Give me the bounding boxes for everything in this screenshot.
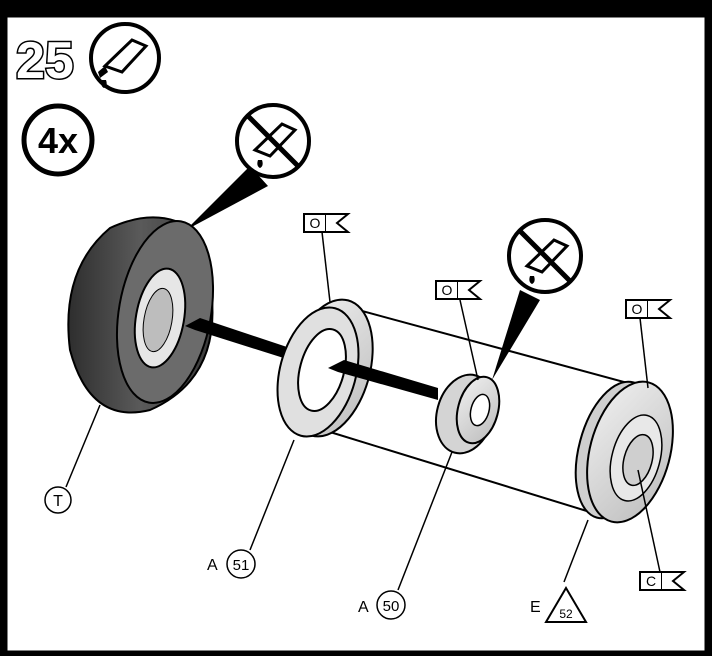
inner-face-mark-label: C (646, 573, 656, 589)
inner-hub-part (574, 380, 674, 524)
insert-arrow-hub (328, 360, 438, 400)
tire-label: T (53, 493, 63, 510)
tire-callout: T (44, 404, 101, 514)
chrome-mark-label: O (442, 282, 453, 298)
bushing-part (435, 373, 501, 455)
bushing-number: 50 (383, 598, 400, 615)
chrome-mark-label: O (632, 301, 643, 317)
tire-part (67, 216, 215, 414)
outer-hub-sprue: A (207, 557, 218, 574)
bushing-callout: A 50 (358, 451, 453, 620)
inner-face-mark: C (637, 469, 687, 591)
inner-hub-callout: E 52 (530, 519, 589, 623)
outer-hub-callout: A 51 (207, 439, 295, 579)
quantity-badge: 4x (21, 103, 95, 177)
bushing-sprue: A (358, 599, 369, 616)
chrome-mark-inner-hub: O (625, 299, 673, 389)
step-number: 25 (16, 32, 74, 90)
chrome-mark-label: O (310, 215, 321, 231)
glue-tube-icon (89, 22, 161, 94)
chrome-mark-bushing: O (435, 280, 483, 381)
insert-arrow-tire (185, 318, 290, 360)
no-glue-icon-bushing (492, 218, 583, 380)
chrome-mark-outer-hub: O (303, 213, 351, 303)
outer-hub-part (276, 298, 636, 513)
quantity-label: 4x (38, 120, 78, 161)
outer-hub-number: 51 (233, 557, 250, 574)
no-glue-icon (186, 103, 311, 230)
inner-hub-number: 52 (559, 607, 573, 621)
inner-hub-sprue: E (530, 599, 541, 616)
